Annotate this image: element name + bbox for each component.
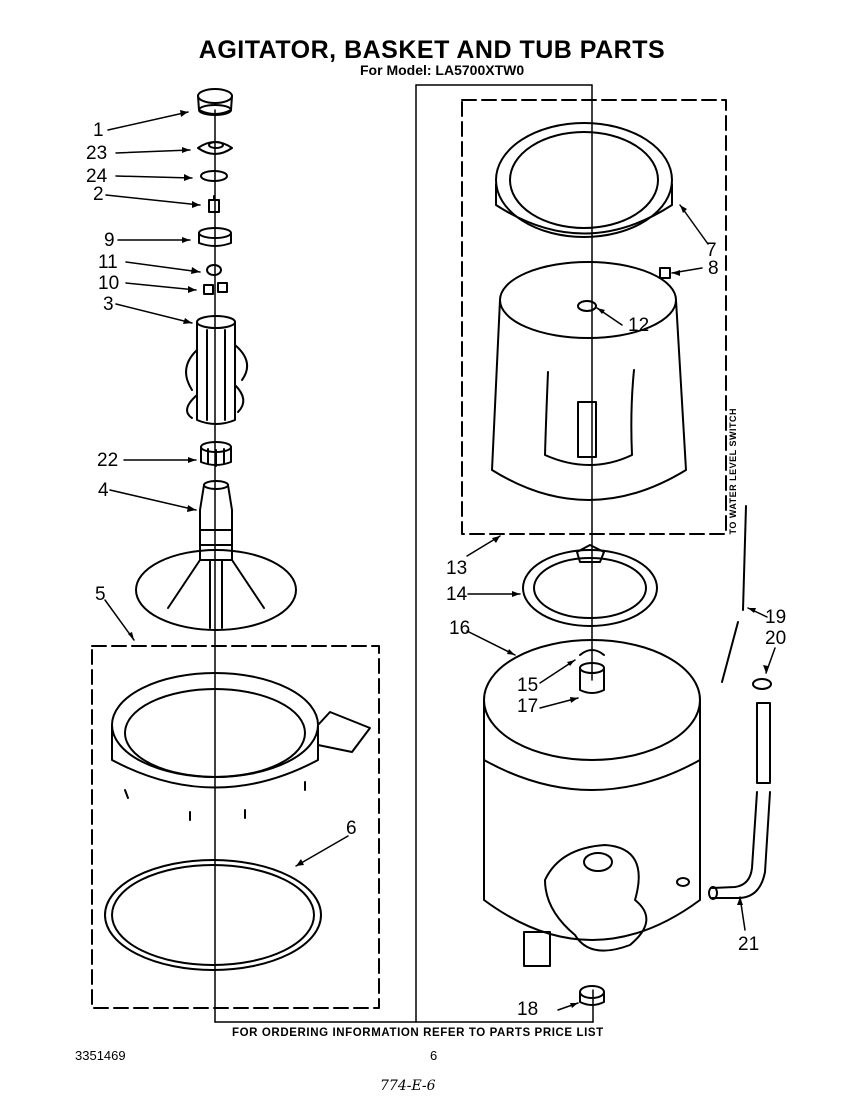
tub-ring-gasket-part: [104, 859, 322, 971]
callout-14: 14: [446, 584, 468, 605]
agitator-part: [185, 315, 249, 425]
cam-bolt-part: [208, 195, 220, 213]
callout-20: 20: [765, 628, 787, 649]
outer-tub-part: [483, 639, 701, 967]
model-subtitle: For Model: LA5700XTW0: [360, 62, 525, 78]
snap-ring-part: [200, 170, 228, 182]
hose-clamp-part: [752, 678, 772, 690]
callout-18: 18: [517, 999, 539, 1020]
callout-16: 16: [449, 618, 471, 639]
agitator-drive-part: [135, 480, 297, 631]
callout-3: 3: [103, 294, 114, 315]
callout-15: 15: [517, 675, 539, 696]
callout-7: 7: [706, 240, 717, 261]
callout-6: 6: [346, 818, 357, 839]
callout-22: 22: [97, 450, 119, 471]
callout-1: 1: [93, 120, 104, 141]
callout-24: 24: [86, 166, 108, 187]
callout-13: 13: [446, 558, 468, 579]
dog-part: [203, 282, 228, 295]
callout-4: 4: [98, 480, 109, 501]
assembly-guide-lines: [214, 84, 594, 1023]
page-number: 6: [430, 1048, 438, 1063]
callout-21: 21: [738, 934, 760, 955]
cap-seal-part: [197, 141, 233, 155]
basket-part: [491, 261, 687, 501]
drain-hose-part: [676, 702, 771, 900]
rim-clip-part: [659, 267, 671, 279]
ordering-note: FOR ORDERING INFORMATION REFER TO PARTS …: [232, 1027, 604, 1039]
basket-group-box: [461, 99, 727, 535]
callout-5: 5: [95, 584, 106, 605]
callout-23: 23: [86, 143, 108, 164]
handwritten-code: 774-E-6: [380, 1078, 436, 1094]
callout-17: 17: [517, 696, 539, 717]
dog-cam-part: [198, 227, 232, 247]
basket-rim-part: [495, 122, 673, 238]
callout-11: 11: [98, 252, 118, 273]
document-number: 3351469: [75, 1048, 126, 1063]
washer-part: [206, 264, 222, 276]
arrowheads: [128, 110, 768, 1008]
callout-8: 8: [708, 258, 719, 279]
page-title: AGITATOR, BASKET AND TUB PARTS: [198, 36, 666, 64]
agitator-cap-part: [197, 88, 233, 116]
bearing-part: [200, 441, 232, 467]
callout-9: 9: [104, 230, 115, 251]
callout-19: 19: [765, 607, 787, 628]
water-level-switch-label: TO WATER LEVEL SWITCH: [728, 408, 738, 535]
tub-ring-part: [111, 672, 371, 821]
pressure-hose-part: [721, 505, 747, 683]
spin-drum-part: [522, 544, 658, 627]
callout-10: 10: [98, 273, 120, 294]
tub-ring-group-box: [91, 645, 380, 1009]
hub-nut-part: [579, 649, 605, 656]
callout-12: 12: [628, 315, 650, 336]
spin-tube-part: [579, 662, 605, 694]
drain-fitting-part: [579, 985, 605, 1006]
callout-2: 2: [93, 184, 104, 205]
